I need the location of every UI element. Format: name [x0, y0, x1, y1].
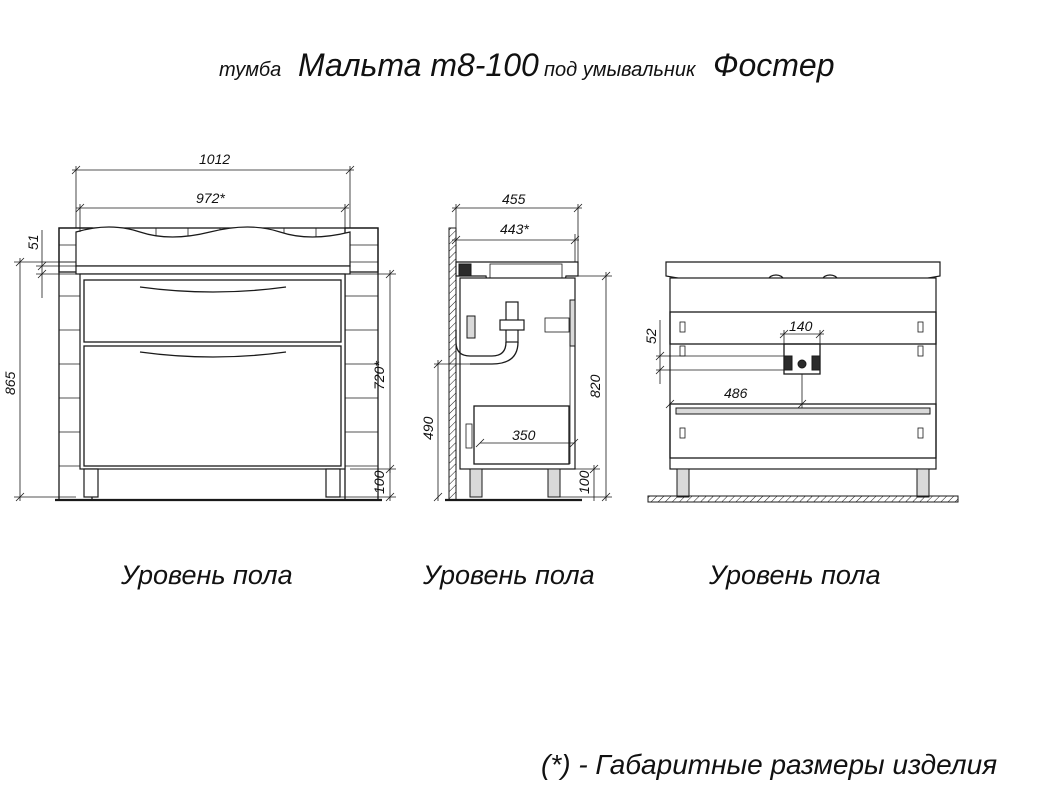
front-leg-right: [325, 468, 341, 498]
side-sink-bracket: [458, 263, 472, 277]
floor-label-front: Уровень пола: [120, 560, 293, 590]
dim-front-body-height-label: 720*: [371, 361, 387, 390]
front-leg-left: [83, 468, 99, 498]
dim-front-top-thickness-label: 51: [25, 234, 41, 250]
front-drawer-bottom: [83, 345, 342, 467]
title-model: Мальта т8-100: [298, 47, 539, 83]
front-drawer-bottom-handle: [139, 351, 287, 358]
title-sink: Фостер: [713, 47, 834, 83]
dim-back-offset: 486: [665, 374, 807, 409]
back-leg-right: [916, 468, 930, 498]
dim-back-block-height: 52: [643, 320, 784, 384]
dim-side-overall-depth: 455: [451, 191, 583, 262]
dim-front-overall-width: 1012: [71, 151, 355, 228]
front-sink-top: [75, 226, 351, 267]
front-view: 1012 972* 51 865: [2, 151, 396, 502]
title-middle: под умывальник: [544, 59, 697, 81]
front-sink-rim: [75, 265, 351, 275]
dim-front-body-height: 720*: [350, 269, 396, 474]
back-view: 140 52 486: [643, 261, 959, 503]
dim-side-body-depth: 443*: [451, 221, 580, 262]
dim-side-shelf-depth: 350: [475, 427, 579, 448]
dim-back-block-width: 140: [779, 318, 825, 344]
dim-side-leg-height-label: 100: [576, 470, 592, 494]
floor-label-back: Уровень пола: [708, 560, 881, 590]
dim-back-block-height-label: 52: [643, 328, 659, 344]
front-cabinet-body: [79, 273, 346, 470]
drawing-title: тумба Мальта т8-100 под умывальник Фосте…: [219, 47, 834, 83]
dim-front-top-thickness: 51: [25, 230, 76, 298]
dim-side-body-depth-label: 443*: [500, 221, 529, 237]
side-drawer: [473, 405, 570, 465]
dim-back-block-width-label: 140: [789, 318, 813, 334]
front-drawer-top-handle: [139, 286, 287, 293]
footnote-overall-dimensions: (*) - Габаритные размеры изделия: [541, 749, 997, 780]
dim-front-overall-height-label: 865: [2, 371, 18, 395]
floor-label-side: Уровень пола: [422, 560, 595, 590]
dim-back-offset-label: 486: [724, 385, 748, 401]
dim-front-body-width: 972*: [75, 190, 350, 232]
dim-side-overall-height-label: 820: [587, 374, 603, 398]
side-leg-front: [547, 468, 561, 498]
back-screw-holes: [679, 321, 924, 439]
dim-front-body-width-label: 972*: [196, 190, 225, 206]
side-siphon: [455, 299, 576, 365]
dim-front-overall-height: 865: [2, 257, 76, 502]
back-leg-left: [676, 468, 690, 498]
dim-side-inner-height-label: 490: [420, 416, 436, 440]
dim-side-shelf-depth-label: 350: [512, 427, 536, 443]
side-leg-rear: [469, 468, 483, 498]
dim-side-overall-height: 820: [560, 271, 612, 502]
dim-front-leg-height-label: 100: [371, 470, 387, 494]
side-drawer-handle: [465, 423, 473, 449]
dim-side-inner-height: 490: [420, 359, 470, 502]
back-shelf-edge: [675, 407, 931, 415]
side-view: 455 443* 490 820 350: [420, 191, 612, 502]
dim-side-overall-depth-label: 455: [502, 191, 526, 207]
dim-front-overall-width-label: 1012: [199, 151, 230, 167]
title-prefix: тумба: [219, 59, 281, 81]
back-floor: [647, 495, 959, 503]
dim-front-leg-height: 100: [340, 469, 396, 502]
front-drawer-top: [83, 279, 342, 343]
dim-side-leg-height: 100: [560, 464, 600, 501]
